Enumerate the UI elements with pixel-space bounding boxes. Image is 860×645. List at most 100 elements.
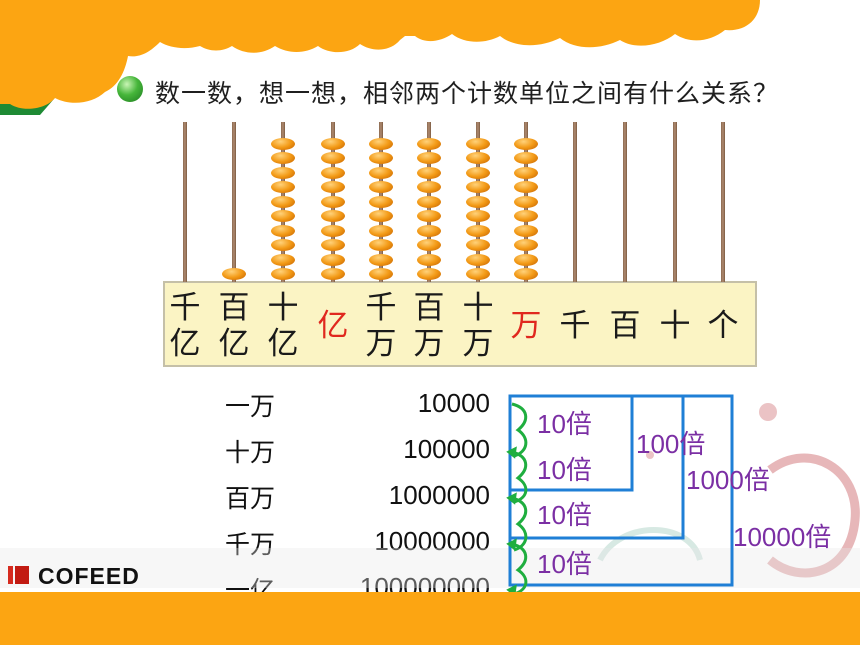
unit-word: 一万 — [225, 392, 276, 421]
cofeed-logo-block — [15, 566, 29, 584]
relation-label: 10倍 — [537, 500, 592, 530]
abacus-bead — [417, 166, 441, 179]
page-title: 数一数，想一想，相邻两个计数单位之间有什么关系？ — [155, 79, 780, 108]
unit-word: 百万 — [225, 484, 276, 513]
abacus-bead — [321, 224, 345, 237]
abacus-bead — [321, 253, 345, 266]
cofeed-logo-icon — [8, 566, 13, 584]
bracket-10000x — [508, 394, 734, 587]
abacus-bead — [466, 253, 490, 266]
abacus-bead — [369, 166, 393, 179]
abacus-bead — [271, 253, 295, 266]
place-label: 千 — [559, 308, 591, 344]
abacus-bead — [321, 239, 345, 251]
abacus-bead — [369, 224, 393, 237]
place-label: 百万 — [413, 290, 445, 362]
place-label: 十 — [659, 308, 691, 344]
abacus-bead — [417, 181, 441, 193]
abacus-bead — [417, 268, 441, 280]
bracket-1000x — [508, 394, 685, 540]
relation-label: 10倍 — [537, 455, 592, 485]
place-label: 百亿 — [218, 290, 250, 362]
abacus-bead — [417, 210, 441, 222]
abacus-bead — [222, 268, 246, 280]
place-label: 个 — [707, 308, 739, 344]
abacus-bead — [321, 210, 345, 222]
abacus-bead — [417, 253, 441, 266]
abacus-bead — [271, 239, 295, 251]
abacus-rod — [573, 122, 577, 282]
abacus-bead — [369, 195, 393, 208]
abacus-bead — [369, 137, 393, 150]
abacus-bead — [417, 137, 441, 150]
abacus-bead — [271, 268, 295, 280]
abacus-bead — [271, 224, 295, 237]
abacus-bead — [514, 181, 538, 193]
adjacent-braces — [506, 402, 528, 597]
abacus-bead — [369, 239, 393, 251]
abacus-bead — [466, 268, 490, 280]
abacus-rod — [232, 122, 236, 282]
abacus-bead — [514, 253, 538, 266]
abacus-bead — [417, 195, 441, 208]
footer-bar — [0, 592, 860, 645]
place-label: 十亿 — [267, 290, 299, 362]
stain-decoration — [597, 403, 860, 578]
green-bullet-icon — [117, 76, 143, 102]
relation-label-100x: 100倍 — [636, 429, 706, 459]
abacus-bead — [417, 239, 441, 251]
abacus-rod — [721, 122, 725, 282]
abacus-bead — [321, 152, 345, 164]
cofeed-logo-text: COFEED — [38, 563, 140, 589]
place-label: 千万 — [365, 290, 397, 362]
abacus-bead — [466, 137, 490, 150]
place-label: 百 — [609, 308, 641, 344]
abacus-bead — [321, 137, 345, 150]
place-label: 十万 — [462, 290, 494, 362]
greek-key-band — [0, 548, 860, 588]
abacus-rod — [623, 122, 627, 282]
abacus-bead — [369, 152, 393, 164]
abacus-bead — [466, 181, 490, 193]
abacus-bead — [514, 137, 538, 150]
unit-number: 1000000 — [388, 480, 490, 510]
place-label: 亿 — [317, 308, 349, 344]
abacus-bead — [369, 253, 393, 266]
abacus-bead — [466, 224, 490, 237]
abacus-bead — [417, 224, 441, 237]
abacus-bead — [466, 239, 490, 251]
abacus-bead — [271, 137, 295, 150]
abacus-bead — [369, 181, 393, 193]
abacus-bead — [514, 195, 538, 208]
place-label: 千亿 — [169, 290, 201, 362]
abacus-bead — [271, 166, 295, 179]
abacus-bead — [466, 166, 490, 179]
unit-number: 100000 — [403, 434, 490, 464]
abacus-bead — [271, 152, 295, 164]
abacus-bead — [321, 195, 345, 208]
abacus-bead — [321, 166, 345, 179]
abacus-bead — [369, 268, 393, 280]
unit-number: 10000000 — [374, 526, 490, 556]
relation-label: 10倍 — [537, 549, 592, 579]
abacus-label-board — [163, 281, 757, 367]
abacus-bead — [321, 268, 345, 280]
orange-cloud-shape — [0, 0, 760, 109]
abacus-bead — [514, 166, 538, 179]
abacus-bead — [514, 152, 538, 164]
relation-label-10000x: 10000倍 — [733, 522, 832, 552]
relation-label: 10倍 — [537, 409, 592, 439]
unit-word: 千万 — [225, 530, 276, 559]
place-label: 万 — [510, 308, 542, 344]
abacus-bead — [417, 152, 441, 164]
abacus-rod — [673, 122, 677, 282]
abacus-bead — [466, 210, 490, 222]
unit-word: 十万 — [225, 438, 276, 467]
abacus-bead — [514, 268, 538, 280]
abacus-bead — [369, 210, 393, 222]
relation-label-1000x: 1000倍 — [686, 465, 770, 495]
orange-header-blob — [0, 0, 760, 115]
abacus-bead — [514, 210, 538, 222]
